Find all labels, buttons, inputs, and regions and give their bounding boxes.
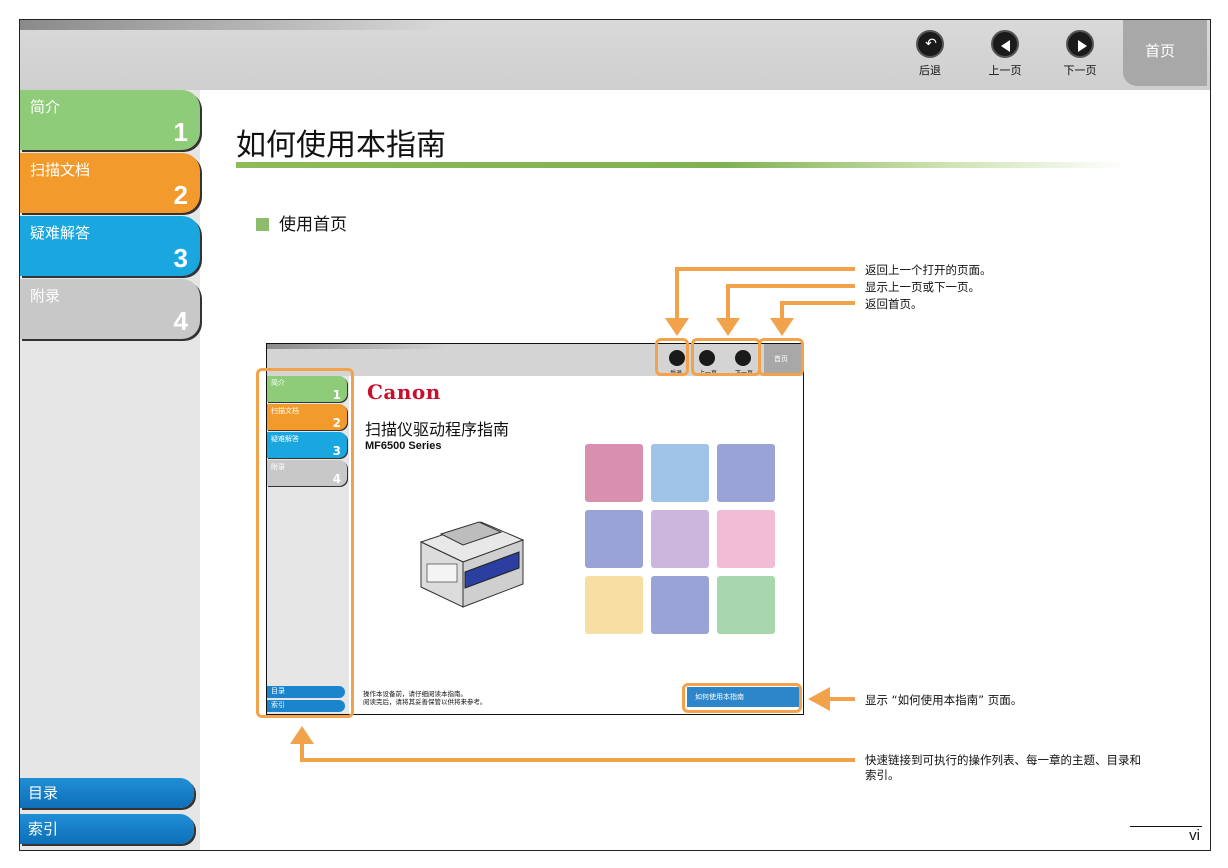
preview-next-icon	[735, 350, 751, 366]
preview-toolbar-stripe	[267, 344, 447, 349]
preview-tab-appendix: 附录 4	[267, 460, 347, 486]
preview-tab-label: 疑难解答	[271, 435, 299, 443]
callout-howto-arrow-icon	[808, 687, 830, 711]
chapter-tab-number: 2	[173, 180, 188, 210]
highlight-sidebar	[256, 368, 354, 718]
preview-title: 扫描仪驱动程序指南	[365, 420, 510, 439]
callout-back-vline	[675, 267, 679, 321]
back-icon: ↶	[916, 30, 944, 58]
chapter-tab-appendix[interactable]: 附录 4	[20, 279, 200, 339]
prev-page-button[interactable]: 上一页	[980, 30, 1030, 78]
annotation-home: 返回首页。	[865, 297, 923, 311]
preview-index-link: 索引	[267, 700, 345, 712]
preview-sidebar: 简介 1 扫描文档 2 疑难解答 3 附录 4 目录 索引	[267, 376, 349, 714]
callout-back-line	[675, 267, 855, 271]
preview-color-tile	[717, 510, 775, 568]
back-label: 后退	[919, 64, 941, 77]
page-title: 如何使用本指南	[236, 128, 446, 163]
preview-color-tile	[651, 576, 709, 634]
preview-subtitle: MF6500 Series	[365, 440, 442, 452]
annotation-prev-next: 显示上一页或下一页。	[865, 280, 980, 294]
next-page-label: 下一页	[1063, 64, 1097, 77]
contents-link[interactable]: 目录	[20, 778, 194, 808]
highlight-home	[758, 338, 804, 376]
next-page-button[interactable]: 下一页	[1055, 30, 1105, 78]
preview-color-tile	[585, 510, 643, 568]
preview-tab-label: 简介	[271, 379, 285, 387]
preview-tab-number: 2	[332, 416, 341, 430]
preview-back-icon	[669, 350, 685, 366]
printer-illustration	[419, 521, 525, 608]
callout-home-vline	[780, 301, 784, 321]
callout-quicklinks-line	[300, 758, 855, 762]
callout-prev-next-arrow-icon	[716, 318, 740, 336]
callout-quicklinks-vline	[300, 742, 304, 762]
chapter-tab-intro[interactable]: 简介 1	[20, 90, 200, 150]
chapter-tab-label: 疑难解答	[30, 224, 91, 242]
title-underline	[236, 162, 1126, 168]
annotation-quicklinks-line2: 索引。	[865, 768, 900, 782]
toolbar-stripe	[20, 20, 450, 30]
section-bullet-icon	[256, 218, 269, 231]
sidebar: 简介 1 扫描文档 2 疑难解答 3 附录 4 目录 索引	[20, 90, 200, 850]
chapter-tab-number: 4	[173, 306, 188, 336]
chapter-tab-number: 3	[173, 243, 188, 273]
highlight-prev-next	[691, 338, 761, 376]
preview-tab-scan: 扫描文档 2	[267, 404, 347, 430]
highlight-howto	[682, 683, 802, 713]
preview-footer-line2: 阅读完后，请将其妥善保管以供将来参考。	[363, 698, 487, 706]
preview-home-button: 首页	[764, 344, 802, 375]
preview-color-tile	[717, 444, 775, 502]
callout-howto-line	[828, 697, 855, 701]
index-link[interactable]: 索引	[20, 814, 194, 844]
callout-prev-next-line	[726, 284, 855, 288]
chapter-tab-label: 扫描文档	[30, 161, 91, 179]
chapter-tab-label: 简介	[30, 98, 61, 116]
preview-color-tile	[651, 444, 709, 502]
preview-contents-link: 目录	[267, 686, 345, 698]
preview-tab-troubleshooting: 疑难解答 3	[267, 432, 347, 458]
preview-color-tile	[585, 444, 643, 502]
preview-brand-logo: Canon	[367, 380, 441, 404]
chapter-tab-number: 1	[173, 117, 188, 147]
highlight-back	[655, 338, 689, 376]
preview-tab-number: 1	[332, 388, 341, 402]
annotation-back: 返回上一个打开的页面。	[865, 263, 992, 277]
preview-tab-intro: 简介 1	[267, 376, 347, 402]
preview-tab-number: 3	[332, 444, 341, 458]
preview-tab-label: 扫描文档	[271, 407, 299, 415]
preview-footer-line1: 操作本设备前，请仔细阅读本指南。	[363, 690, 467, 698]
annotation-quicklinks-line1: 快速链接到可执行的操作列表、每一章的主题、目录和	[865, 753, 1141, 767]
preview-footer-note: 操作本设备前，请仔细阅读本指南。 阅读完后，请将其妥善保管以供将来参考。	[363, 690, 487, 706]
chapter-tab-scan[interactable]: 扫描文档 2	[20, 153, 200, 213]
preview-color-tile	[651, 510, 709, 568]
prev-page-label: 上一页	[988, 64, 1022, 77]
section-heading-text: 使用首页	[279, 215, 347, 235]
callout-home-arrow-icon	[770, 318, 794, 336]
page-frame: ↶ 后退 上一页 下一页 首页 简介 1 扫描文档 2 疑难解答 3 附录 4	[19, 19, 1211, 851]
preview-color-tile	[717, 576, 775, 634]
chapter-tab-troubleshooting[interactable]: 疑难解答 3	[20, 216, 200, 276]
page-number: vi	[1130, 826, 1202, 844]
callout-back-arrow-icon	[665, 318, 689, 336]
section-heading: 使用首页	[256, 210, 347, 235]
preview-howto-link: 如何使用本指南	[687, 687, 799, 707]
chapter-tab-label: 附录	[30, 287, 61, 305]
annotation-quicklinks: 快速链接到可执行的操作列表、每一章的主题、目录和 索引。	[865, 753, 1141, 783]
annotation-howto: 显示 “如何使用本指南” 页面。	[865, 693, 1023, 707]
preview-tab-label: 附录	[271, 463, 285, 471]
callout-home-line	[780, 301, 855, 305]
back-button[interactable]: ↶ 后退	[905, 30, 955, 78]
preview-tab-number: 4	[332, 472, 341, 486]
next-arrow-icon	[1066, 30, 1094, 58]
preview-color-tile	[585, 576, 643, 634]
home-button[interactable]: 首页	[1123, 20, 1207, 86]
top-toolbar: ↶ 后退 上一页 下一页 首页	[20, 20, 1210, 90]
prev-arrow-icon	[991, 30, 1019, 58]
preview-prev-icon	[699, 350, 715, 366]
callout-quicklinks-arrow-icon	[290, 726, 314, 744]
callout-prev-next-vline	[726, 284, 730, 321]
